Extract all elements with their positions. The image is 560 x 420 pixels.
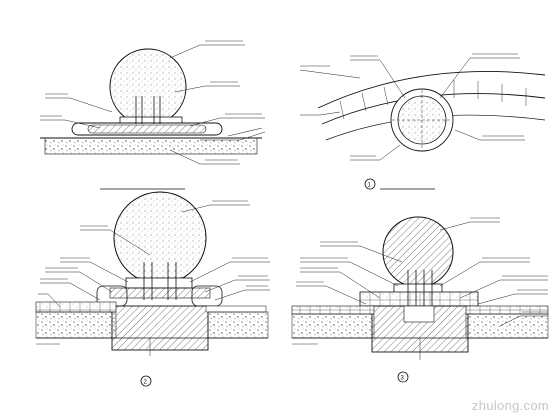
leader-lines — [38, 204, 270, 356]
watermark-text: zhulong.com — [472, 398, 550, 413]
detail-number: 1 — [368, 183, 372, 189]
leader-lines — [40, 44, 266, 165]
detail-top-right: 1 — [299, 53, 546, 190]
gravel-base — [35, 311, 117, 339]
detail-number: 3 — [401, 376, 405, 382]
stone-sphere — [382, 216, 454, 288]
sphere-base-cap — [125, 277, 193, 289]
curved-path-outer — [317, 70, 546, 109]
detail-number-circle — [364, 178, 376, 190]
detail-number-circle — [140, 375, 152, 387]
planter-curb — [359, 291, 479, 307]
planter-curb-inner — [87, 124, 207, 134]
annotation-marks — [292, 217, 548, 345]
paving-joints — [339, 80, 527, 120]
paving-layer-right — [465, 305, 549, 315]
core-footing — [403, 305, 435, 323]
gravel-base-left — [291, 313, 375, 339]
soil-right — [207, 311, 269, 339]
paving-layer-right — [205, 305, 267, 313]
detail-bottom-left: 2 — [35, 191, 270, 387]
anchor-bolts — [135, 96, 161, 124]
detail-bottom-right: 3 — [291, 216, 549, 383]
annotation-marks — [36, 200, 268, 345]
stone-sphere — [113, 191, 207, 285]
leader-lines — [299, 57, 525, 161]
paving-layer — [35, 301, 117, 313]
anchor-bolts — [143, 262, 177, 300]
gravel-base-right — [465, 313, 549, 339]
annotation-marks — [300, 53, 524, 157]
anchor-bolts — [407, 270, 433, 306]
stone-sphere — [109, 48, 187, 126]
pedestal — [111, 305, 209, 351]
detail-number-circle — [397, 371, 409, 383]
annotation-marks — [40, 40, 263, 161]
paving-layer-left — [291, 305, 375, 315]
detail-top-left — [40, 40, 266, 190]
detail-number: 2 — [144, 380, 148, 386]
base-slab — [44, 137, 258, 155]
leader-lines — [296, 221, 548, 360]
planter-curb-mid — [109, 287, 211, 299]
